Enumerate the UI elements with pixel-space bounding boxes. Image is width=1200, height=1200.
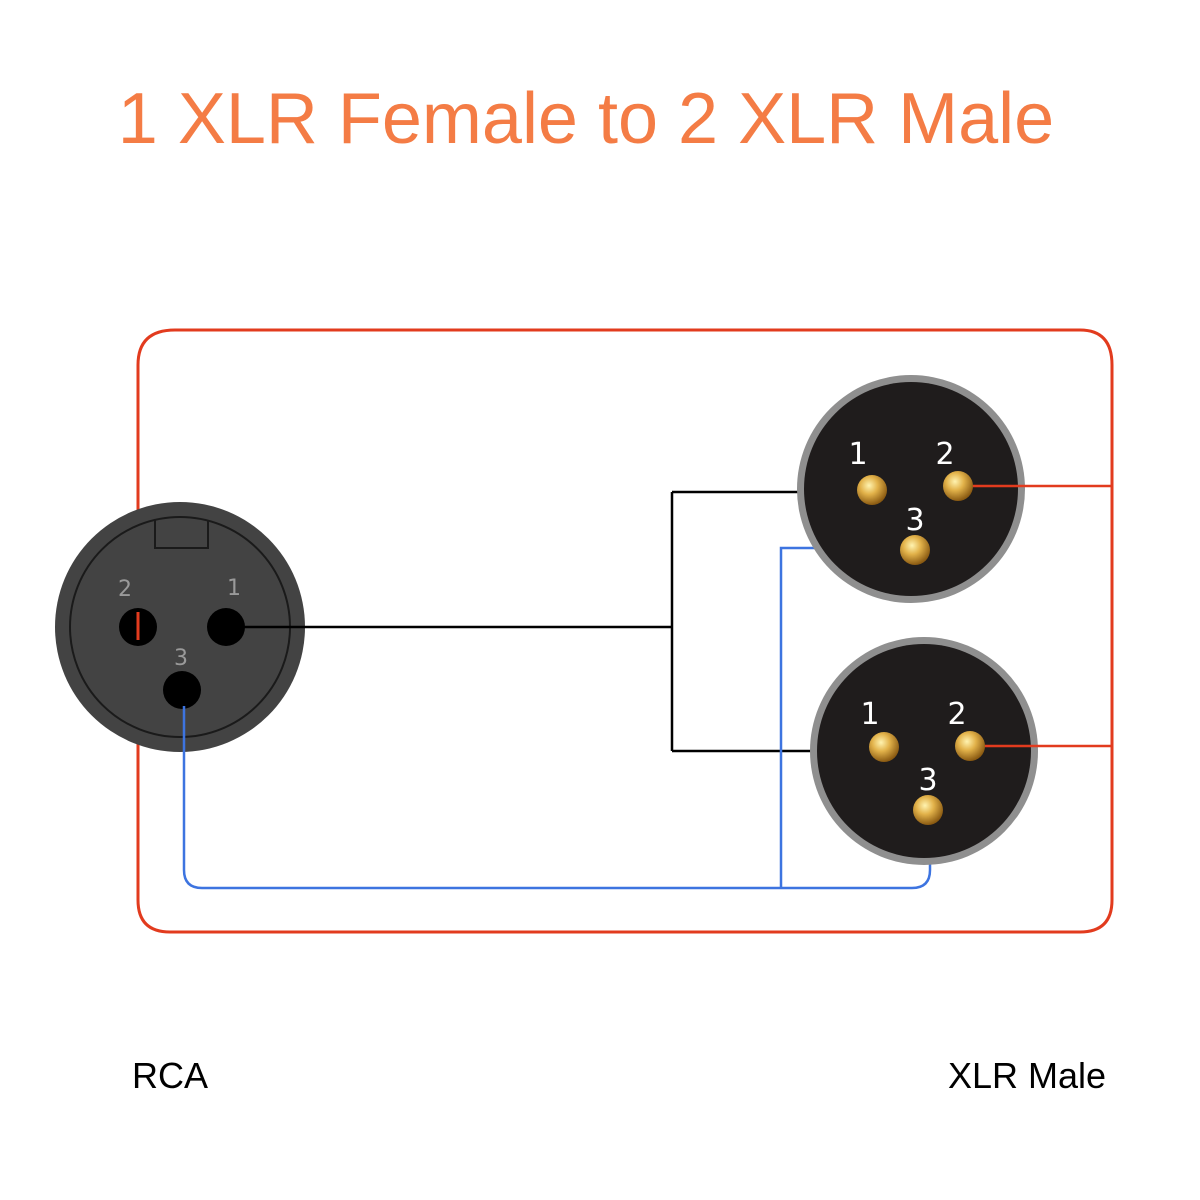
bottom-male-pin-label-1: 1 bbox=[860, 697, 879, 732]
female-pin-label-3: 3 bbox=[174, 646, 188, 671]
xlr-male-connector-top: 1 2 3 bbox=[797, 375, 1112, 603]
top-male-pin-2 bbox=[943, 471, 973, 501]
top-male-pin-label-1: 1 bbox=[848, 437, 867, 472]
female-pin-1 bbox=[207, 608, 245, 646]
xlr-female-connector: 1 2 3 bbox=[55, 502, 305, 752]
top-male-pin-label-2: 2 bbox=[935, 437, 954, 472]
xlr-male-connector-bottom: 1 2 3 bbox=[810, 637, 1112, 865]
label-xlr-male: XLR Male bbox=[948, 1055, 1107, 1096]
black-wire-pin1 bbox=[244, 490, 882, 753]
diagram-title: 1 XLR Female to 2 XLR Male bbox=[117, 79, 1055, 159]
female-pin-label-1: 1 bbox=[227, 576, 241, 601]
female-pin-3 bbox=[163, 671, 201, 709]
bottom-male-pin-3 bbox=[913, 795, 943, 825]
label-rca: RCA bbox=[132, 1055, 209, 1096]
female-pin-label-2: 2 bbox=[118, 577, 132, 602]
top-male-pin-1 bbox=[857, 475, 887, 505]
bottom-male-pin-label-2: 2 bbox=[947, 697, 966, 732]
bottom-male-pin-2 bbox=[955, 731, 985, 761]
top-male-pin-3 bbox=[900, 535, 930, 565]
bottom-male-pin-1 bbox=[869, 732, 899, 762]
bottom-male-pin-label-3: 3 bbox=[918, 763, 937, 798]
red-wire-pin2 bbox=[136, 328, 1114, 934]
top-male-pin-label-3: 3 bbox=[905, 503, 924, 538]
